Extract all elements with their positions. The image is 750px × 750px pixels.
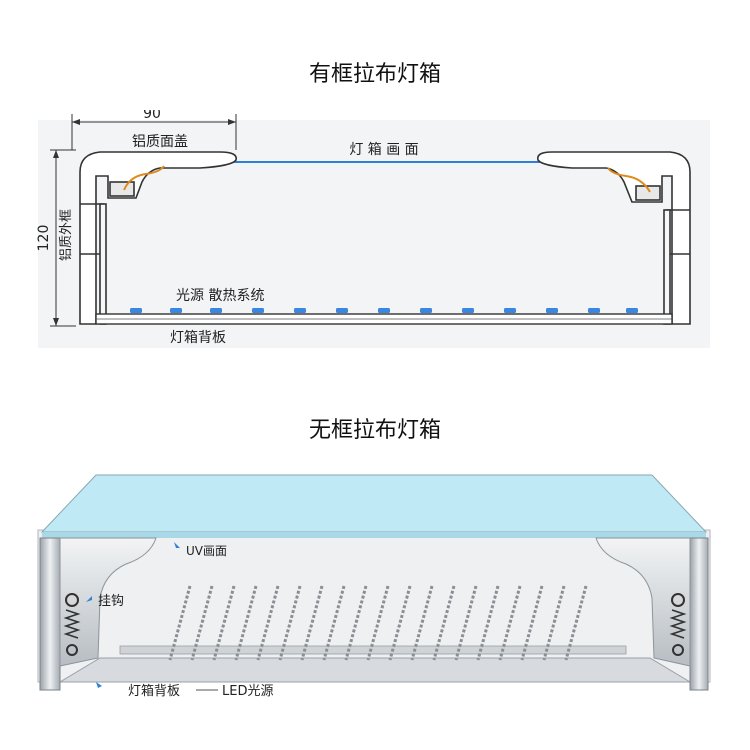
led-strip-12 bbox=[410, 585, 434, 661]
led-strip-2 bbox=[190, 585, 214, 661]
led-4 bbox=[252, 308, 264, 313]
left-frameless-profile bbox=[39, 537, 157, 691]
frameless-title: 无框拉布灯箱 bbox=[308, 418, 441, 443]
led-strip-1 bbox=[168, 585, 192, 661]
back-panel-label: 灯箱背板 bbox=[170, 330, 226, 346]
led-strip-14 bbox=[454, 585, 478, 661]
height-dimension bbox=[50, 149, 76, 327]
screen-edge bbox=[42, 532, 706, 538]
led-strip-9 bbox=[344, 585, 368, 661]
frame-label: 铝质外框 bbox=[59, 209, 74, 261]
led-9 bbox=[462, 308, 474, 313]
led-7 bbox=[378, 308, 390, 313]
back-panel-3d bbox=[58, 657, 692, 683]
led-strip-10 bbox=[366, 585, 390, 661]
led-10 bbox=[504, 308, 516, 313]
led-strip-19 bbox=[564, 585, 588, 661]
right-frameless-profile bbox=[595, 537, 709, 691]
led-row bbox=[130, 308, 638, 313]
led-strips bbox=[168, 585, 588, 661]
led-strip-3 bbox=[212, 585, 236, 661]
left-frame-profile bbox=[79, 151, 237, 325]
led-strip-4 bbox=[234, 585, 258, 661]
back-pointer bbox=[96, 682, 102, 688]
uv-pointer bbox=[174, 542, 180, 548]
right-spring bbox=[607, 167, 651, 193]
uv-screen bbox=[40, 474, 708, 533]
framed-title: 有框拉布灯箱 bbox=[308, 62, 441, 87]
hook-label: 挂钩 bbox=[98, 594, 124, 609]
led-strip-6 bbox=[278, 585, 302, 661]
screen-label: 灯 箱 画 面 bbox=[349, 142, 418, 158]
led-5 bbox=[294, 308, 306, 313]
framed-lightbox-diagram: 90 铝质面盖 120 铝质外框 灯 箱 画 面 bbox=[36, 110, 710, 348]
led-strip-8 bbox=[322, 585, 346, 661]
right-frame-profile bbox=[536, 151, 691, 325]
light-system-label: 光源 散热系统 bbox=[176, 288, 264, 304]
led-13 bbox=[626, 308, 638, 313]
cover-label: 铝质面盖 bbox=[132, 134, 188, 150]
width-dimension bbox=[71, 114, 237, 150]
back-panel bbox=[95, 313, 673, 325]
led-strip-17 bbox=[520, 585, 544, 661]
led-label: LED光源 bbox=[222, 684, 273, 699]
hook-pointer bbox=[86, 596, 92, 602]
height-value: 120 bbox=[36, 225, 52, 252]
uv-label: UV画面 bbox=[186, 544, 227, 558]
led-2 bbox=[170, 308, 182, 313]
frameless-lightbox-diagram: UV画面 挂钩 灯箱背板 LED光源 bbox=[37, 474, 711, 699]
led-strip-16 bbox=[498, 585, 522, 661]
led-strip-5 bbox=[256, 585, 280, 661]
left-spring bbox=[123, 165, 165, 191]
led-12 bbox=[588, 308, 600, 313]
led-strip-7 bbox=[300, 585, 324, 661]
led-6 bbox=[336, 308, 348, 313]
led-1 bbox=[130, 308, 142, 313]
led-8 bbox=[420, 308, 432, 313]
frameless-back-label: 灯箱背板 bbox=[128, 683, 180, 699]
led-3 bbox=[210, 308, 222, 313]
led-11 bbox=[546, 308, 558, 313]
left-hook-spring bbox=[63, 609, 81, 639]
led-strip-18 bbox=[542, 585, 566, 661]
led-strip-11 bbox=[388, 585, 412, 661]
led-strip-13 bbox=[432, 585, 456, 661]
right-hook-spring bbox=[669, 609, 687, 639]
led-strip-15 bbox=[476, 585, 500, 661]
width-value: 90 bbox=[143, 110, 161, 122]
